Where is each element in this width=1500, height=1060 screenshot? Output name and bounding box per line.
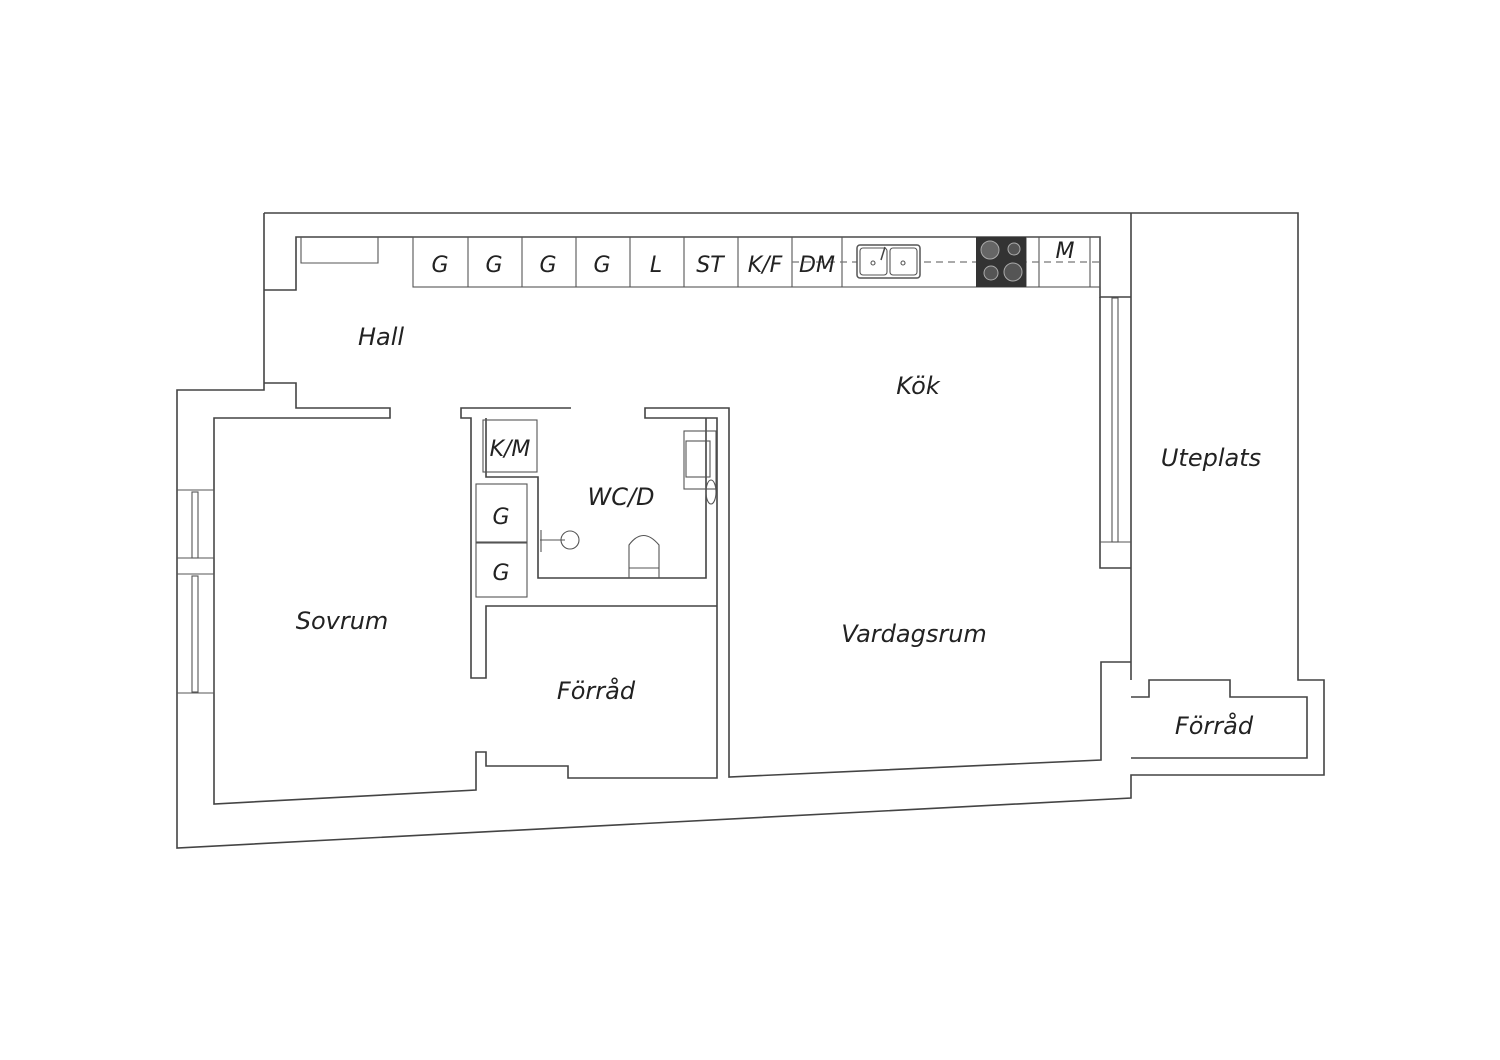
room-label-forrad: Förråd [557, 676, 636, 705]
room-label-sovrum: Sovrum [296, 607, 389, 635]
cabinet-label: ST [696, 253, 725, 278]
wc-inner-walls [485, 418, 707, 579]
kitchen-sink-icon [856, 244, 921, 279]
kitchen-counter [412, 236, 1101, 288]
window-bedroom-1 [191, 491, 199, 559]
sink-wc-icon [683, 430, 717, 490]
closet-label: G [492, 561, 509, 586]
wc-walls [460, 407, 717, 679]
cabinet-label: G [539, 253, 556, 278]
room-label-uteplats: Uteplats [1161, 444, 1261, 472]
window-bedroom-2 [191, 575, 199, 693]
window-frame [177, 489, 215, 559]
kitchen-right-wall [1099, 297, 1131, 569]
closet-1 [475, 483, 528, 543]
outer-storage-wall [1131, 679, 1308, 759]
bidet-shower-icon [705, 479, 717, 505]
room-label-forrad-outer: Förråd [1175, 711, 1254, 740]
window-frame [177, 573, 215, 694]
cabinet-label: L [650, 253, 662, 278]
living-right-wall [213, 382, 1131, 805]
room-label-wc: WC/D [587, 483, 654, 511]
window-kitchen [1111, 297, 1119, 543]
hall-shelf [300, 237, 379, 264]
km-cabinet [482, 419, 538, 473]
km-label: K/M [490, 437, 531, 462]
cabinet-label: G [485, 253, 502, 278]
closet-2 [475, 542, 528, 598]
cabinet-label: K/F [748, 253, 783, 278]
outer-wall [176, 212, 1325, 849]
cabinet-label: G [431, 253, 448, 278]
room-label-kok: Kök [896, 372, 941, 400]
closet-label: G [492, 505, 509, 530]
sink-basin [685, 440, 711, 478]
cabinet-label: M [1056, 239, 1075, 264]
shower-head [560, 530, 580, 550]
room-label-hall: Hall [358, 323, 404, 351]
room-label-vardagsrum: Vardagsrum [841, 620, 987, 648]
cabinet-label: G [593, 253, 610, 278]
stove-icon [976, 237, 1026, 287]
toilet-icon [628, 534, 660, 578]
cabinet-label: DM [799, 253, 835, 278]
